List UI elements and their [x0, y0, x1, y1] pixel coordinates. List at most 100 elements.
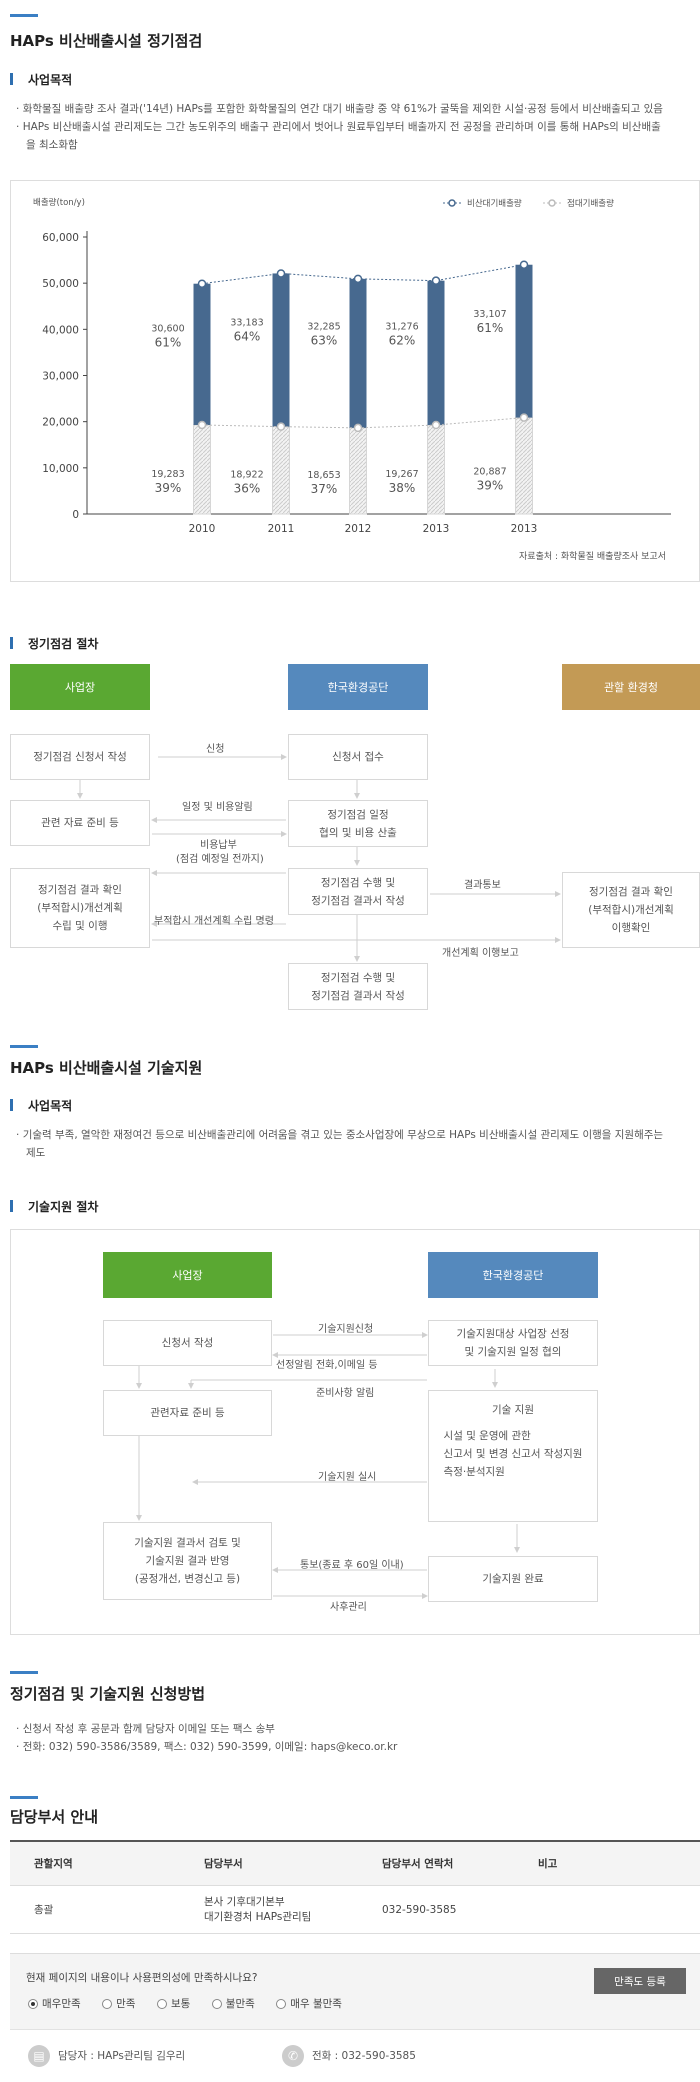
purpose-bullet-2: HAPs 비산배출시설 관리제도는 그간 농도위주의 배출구 관리에서 벗어나 …	[22, 121, 661, 133]
radio-icon[interactable]	[102, 1999, 113, 2009]
phone-icon: ✆	[282, 2045, 304, 2067]
survey-option-neutral[interactable]: 보통	[156, 1996, 190, 2011]
dept-col-region: 관할지역	[34, 1858, 73, 1870]
proc-box-apply: 정기점검 신청서 작성	[10, 734, 150, 780]
chart-bars: 30,60061%19,28339%33,18364%18,92236%32,2…	[151, 260, 533, 515]
dept-cell-dept-line2: 대기환경처 HAPs관리팀	[204, 1910, 312, 1923]
purpose-heading: 사업목적	[28, 73, 73, 87]
survey-option-very-satisfied[interactable]: 매우만족	[28, 1996, 81, 2011]
support-box-apply: 신청서 작성	[103, 1320, 272, 1366]
radio-icon[interactable]	[276, 1999, 287, 2009]
support-label-notify: 선정알림 전화,이메일 등	[276, 1360, 378, 1371]
bar-fugitive	[272, 273, 290, 427]
data-label-fugitive: 30,600	[151, 323, 184, 334]
dept-col-phone: 담당부서 연락처	[382, 1858, 454, 1870]
y-tick-label: 10,000	[42, 463, 79, 475]
bar-point-source	[349, 427, 367, 515]
col-head-keco: 한국환경공단	[288, 664, 428, 710]
data-pct-fugitive: 63%	[311, 333, 338, 347]
table-row: 총괄 본사 기후대기본부 대기환경처 HAPs관리팀 032-590-3585	[10, 1886, 700, 1934]
proc-box-office-check: 정기점검 결과 확인 (부적합시)개선계획 이행확인	[562, 872, 700, 948]
survey-option-label: 불만족	[225, 1998, 255, 2010]
data-pct-point: 37%	[311, 482, 338, 496]
dept-cell-dept: 본사 기후대기본부 대기환경처 HAPs관리팀	[204, 1895, 382, 1925]
legend-marker-fugitive	[448, 199, 456, 207]
data-pct-fugitive: 62%	[389, 334, 416, 348]
radio-icon[interactable]	[28, 1999, 38, 2009]
dept-cell-dept-line1: 본사 기후대기본부	[204, 1895, 285, 1908]
purpose-list: · 화학물질 배출량 조사 결과('14년) HAPs를 포함한 화학물질의 연…	[16, 103, 663, 151]
proc-box-prepare: 관련 자료 준비 등	[10, 800, 150, 846]
data-pct-fugitive: 64%	[234, 330, 261, 344]
heading-mark	[10, 73, 13, 85]
dept-table: 관할지역 담당부서 담당부서 연락처 비고 총괄 본사 기후대기본부 대기환경처…	[10, 1840, 700, 1934]
survey-option-unsatisfied[interactable]: 불만족	[211, 1996, 255, 2011]
marker-fugitive	[431, 276, 441, 285]
data-label-fugitive: 33,183	[230, 318, 263, 329]
support-proc-heading: 기술지원 절차	[28, 1200, 99, 1214]
support-box-complete: 기술지원 완료	[428, 1556, 598, 1602]
apply-list: · 신청서 작성 후 공문과 함께 담당자 이메일 또는 팩스 송부 · 전화:…	[16, 1723, 398, 1753]
data-label-point: 18,922	[230, 469, 263, 480]
data-label-fugitive: 31,276	[385, 322, 418, 333]
data-pct-point: 38%	[389, 481, 416, 495]
x-tick-label: 2013	[423, 523, 450, 535]
data-label-point: 18,653	[307, 470, 340, 481]
contact-bar: ▤담당자 : HAPs관리팀 김우리 ✆전화 : 032-590-3585	[10, 2029, 700, 2082]
col-head-business: 사업장	[10, 664, 150, 710]
survey-question: 현재 페이지의 내용이나 사용편의성에 만족하시나요?	[26, 1972, 258, 1984]
survey-option-satisfied[interactable]: 만족	[102, 1996, 135, 2011]
apply-title: 정기점검 및 기술지원 신청방법	[10, 1685, 206, 1703]
heading-mark	[10, 1099, 13, 1111]
marker-fugitive	[197, 279, 207, 288]
proc-label-report: 개선계획 이행보고	[442, 948, 519, 959]
marker-point	[519, 413, 529, 422]
survey-option-label: 매우만족	[42, 1998, 81, 2010]
id-card-icon: ▤	[28, 2045, 50, 2067]
proc-label-apply: 신청	[206, 744, 225, 755]
col-head-office: 관할 환경청	[562, 664, 700, 710]
data-pct-point: 36%	[234, 481, 261, 495]
survey-option-label: 매우 불만족	[290, 1998, 342, 2010]
survey-option-label: 만족	[116, 1998, 136, 2010]
marker-point	[197, 420, 207, 430]
marker-fugitive	[276, 269, 286, 278]
survey-option-very-unsatisfied[interactable]: 매우 불만족	[276, 1996, 342, 2011]
legend-label-point: 점대기배출량	[567, 198, 614, 209]
proc-label-notify: 결과통보	[464, 880, 501, 891]
proc-label-schedule: 일정 및 비용알림	[182, 802, 253, 813]
support-label-prep: 준비사항 알림	[316, 1388, 375, 1399]
purpose-bullet-2-cont: 을 최소화함	[26, 139, 78, 151]
proc-box-perform: 정기점검 수행 및 정기점검 결과서 작성	[288, 868, 428, 915]
support-purpose-heading: 사업목적	[28, 1099, 73, 1113]
x-tick-label: 2011	[268, 523, 295, 535]
support-title: HAPs 비산배출시설 기술지원	[10, 1059, 203, 1077]
chart-ylabel: 배출량(ton/y)	[33, 197, 85, 208]
support-purpose-list: · 기술력 부족, 열악한 재정여건 등으로 비산배출관리에 어려움을 겪고 있…	[16, 1129, 664, 1159]
section-accent	[10, 1671, 38, 1674]
apply-bullet-2: 전화: 032) 590-3586/3589, 팩스: 032) 590-359…	[22, 1741, 398, 1753]
data-pct-point: 39%	[477, 478, 504, 492]
support-box-tech: 기술 지원 시설 및 운영에 관한 신고서 및 변경 신고서 작성지원 측정·분…	[428, 1390, 598, 1522]
survey-box: 현재 페이지의 내용이나 사용편의성에 만족하시나요? 매우만족 만족 보통 불…	[10, 1953, 700, 2029]
support-label-after: 사후관리	[330, 1602, 367, 1613]
support-bullet-1: 기술력 부족, 열악한 재정여건 등으로 비산배출관리에 어려움을 겪고 있는 …	[22, 1129, 664, 1141]
survey-submit-button[interactable]: 만족도 등록	[594, 1968, 686, 1994]
proc-label-payment: 비용납부	[200, 840, 237, 851]
y-tick-label: 50,000	[42, 278, 79, 290]
contact-manager-text: 담당자 : HAPs관리팀 김우리	[58, 2050, 186, 2062]
x-tick-label: 2012	[345, 523, 372, 535]
radio-icon[interactable]	[156, 1999, 167, 2009]
radio-icon[interactable]	[211, 1999, 222, 2009]
support-box-tech-body: 시설 및 운영에 관한 신고서 및 변경 신고서 작성지원 측정·분석지원	[443, 1430, 583, 1478]
y-tick-label: 60,000	[42, 232, 79, 244]
bar-point-source	[193, 424, 211, 515]
bar-fugitive	[427, 280, 445, 426]
dept-cell-phone: 032-590-3585	[382, 1903, 457, 1916]
support-box-review: 기술지원 결과서 검토 및 기술지원 결과 반영 (공정개선, 변경신고 등)	[103, 1522, 272, 1600]
dept-cell-region: 총괄	[34, 1904, 54, 1916]
x-tick-label: 2010	[189, 523, 216, 535]
data-pct-fugitive: 61%	[477, 321, 504, 335]
